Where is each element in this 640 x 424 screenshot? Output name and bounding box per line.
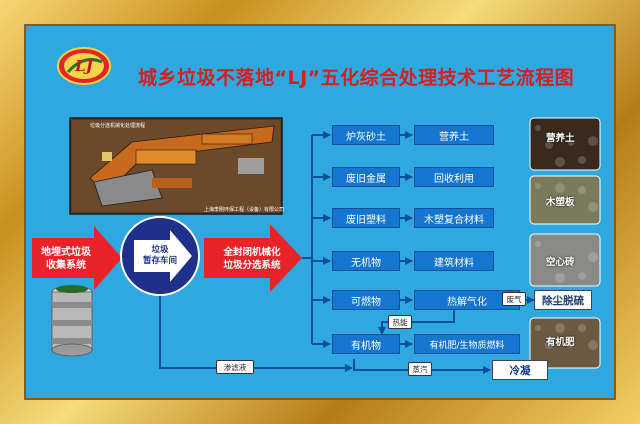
steam-tag: 蒸汽 [408,362,432,376]
storage-label-line1: 垃圾 [151,245,169,255]
heat-tag: 热能 [388,315,412,329]
condense-box: 冷凝 [492,360,548,380]
product-photo [529,117,601,171]
photo-texture [545,141,553,149]
sorting-label: 全封闭机械化 垃圾分选系统 [206,246,298,272]
logo-text: LJ [74,57,94,75]
photo-texture [545,257,553,265]
photo-texture [555,183,565,193]
machine-heading: 垃圾分选机械化处理流程 [90,123,146,129]
photo-caption-2: 木塑板 [546,197,575,208]
leachate-tag: 渗滤液 [216,360,254,374]
photo-caption-4: 有机肥 [546,337,575,348]
source-box-combustible: 可燃物 [332,290,400,310]
collection-label-line1: 地埋式垃圾 [41,247,91,258]
photo-caption-3: 空心砖 [546,257,575,268]
collection-label: 地埋式垃圾 收集系统 [36,246,96,272]
photo-texture [588,202,598,212]
photo-texture [568,202,574,208]
heat-line [378,309,455,335]
photo-texture [568,342,574,348]
product-box-organic-fertilizer: 有机肥/生物质燃料 [414,334,520,354]
storage-circle [120,216,200,296]
photo-texture [535,183,541,189]
diagram-canvas: LJ [32,47,601,374]
source-box-plastic: 废旧塑料 [332,208,400,228]
underground-bin [51,285,93,357]
product-photo [529,175,601,225]
photo-texture [588,136,598,146]
photo-texture [535,241,541,247]
photo-caption-1: 营养土 [546,133,575,144]
photo-texture [555,157,565,167]
page-title: 城乡垃圾不落地“LJ”五化综合处理技术工艺流程图 [138,67,575,89]
photo-texture [545,199,553,207]
photo-texture [588,252,598,262]
collection-label-line2: 收集系统 [46,260,86,271]
product-photos [529,117,601,369]
source-box-inorganic: 无机物 [332,251,400,271]
source-box-organic: 有机物 [332,334,400,354]
photo-texture [545,341,553,349]
branch-lines [312,131,413,348]
photo-texture [568,140,574,146]
diagram-panel: LJ [24,24,616,400]
product-photo [529,317,601,369]
photo-texture [588,340,598,350]
exhaust-tag: 废气 [502,292,526,306]
photo-texture [535,325,541,331]
machine-footer: 上海李刚环保工程（设备）有限公司 [204,207,285,213]
leachate-line [159,296,353,372]
photo-texture [568,256,574,262]
photo-texture [535,125,541,131]
photo-texture [578,272,586,280]
product-box-wood-plastic: 木塑复合材料 [414,208,494,228]
sorting-label-line1: 全封闭机械化 [223,247,281,258]
steam-line [353,359,491,374]
photo-texture [578,324,586,332]
product-box-recycle: 回收利用 [414,167,494,187]
photo-texture [555,323,565,333]
desulfur-box: 除尘脱硫 [534,290,592,310]
product-box-nutrient-soil: 营养土 [414,125,494,145]
source-box-metal: 废旧金属 [332,167,400,187]
sorting-label-line2: 垃圾分选系统 [223,260,281,271]
product-box-pyrolysis: 热解气化 [414,290,520,310]
collection-arrow [32,226,122,290]
machine-photo [69,117,283,215]
photo-texture [578,156,586,164]
photo-texture [578,186,586,194]
photo-texture [555,273,565,283]
source-box-ash: 炉灰砂土 [332,125,400,145]
product-box-building: 建筑材料 [414,251,494,271]
storage-label: 垃圾 暂存车间 [136,245,184,267]
product-photo [529,233,601,287]
logo-icon: LJ [57,47,111,85]
sorting-arrow [204,224,302,292]
storage-label-line2: 暂存车间 [142,256,177,266]
